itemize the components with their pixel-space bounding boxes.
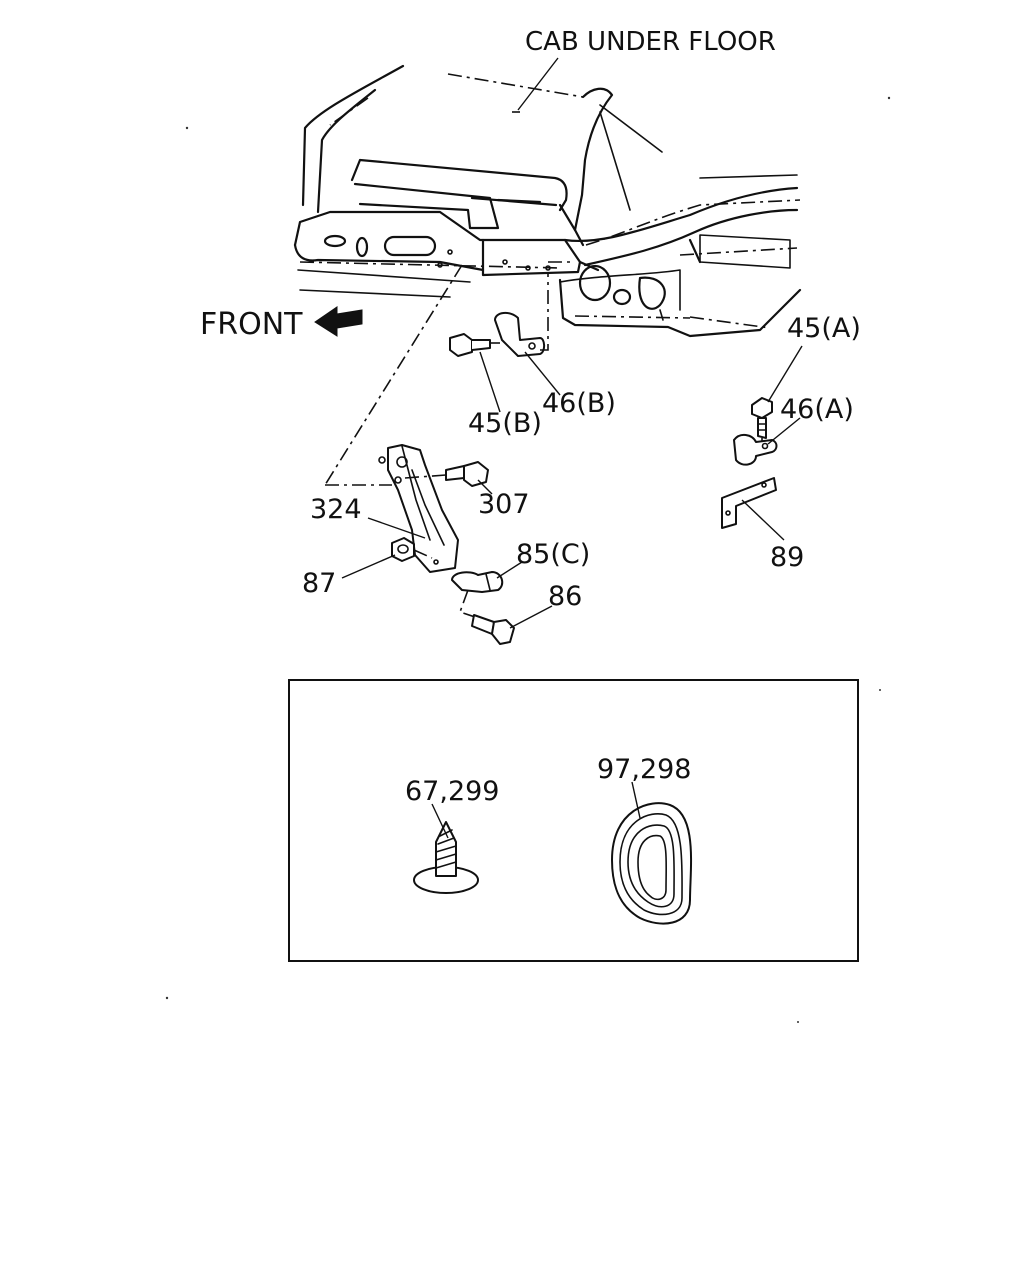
grommet-97-298 xyxy=(611,802,693,925)
callout-45b: 45(B) xyxy=(468,408,542,439)
title-leader xyxy=(517,57,559,111)
cab-under-floor-outline xyxy=(293,64,802,338)
front-direction-indicator: FRONT xyxy=(200,306,363,342)
clip-46b xyxy=(494,312,546,357)
bolt-45a xyxy=(751,397,773,439)
callout-46b: 46(B) xyxy=(542,388,616,419)
clip-46a xyxy=(733,434,778,466)
callout-87: 87 xyxy=(302,568,336,599)
callout-86: 86 xyxy=(548,581,582,612)
callout-46a: 46(A) xyxy=(780,394,854,425)
bracket-324 xyxy=(378,444,459,573)
callout-324: 324 xyxy=(310,494,362,525)
callout-45a: 45(A) xyxy=(787,313,861,344)
bolt-86 xyxy=(471,614,515,645)
bolt-307 xyxy=(445,461,489,487)
bracket-89 xyxy=(721,477,777,529)
screw-67-299 xyxy=(413,821,479,894)
bolt-45b xyxy=(449,333,491,357)
callout-85c: 85(C) xyxy=(516,539,590,570)
callout-89: 89 xyxy=(770,542,804,573)
inset-box: 67,299 97,298 xyxy=(288,679,859,962)
page-title: CAB UNDER FLOOR xyxy=(525,27,776,57)
nut-87 xyxy=(391,537,415,562)
scan-specks xyxy=(165,96,891,1023)
clip-85c xyxy=(451,571,504,593)
inset-screw-label: 67,299 xyxy=(405,776,499,807)
front-label: FRONT xyxy=(200,307,303,342)
inset-grommet-label: 97,298 xyxy=(597,754,691,785)
callout-307: 307 xyxy=(478,489,530,520)
front-arrow-icon xyxy=(314,306,363,337)
